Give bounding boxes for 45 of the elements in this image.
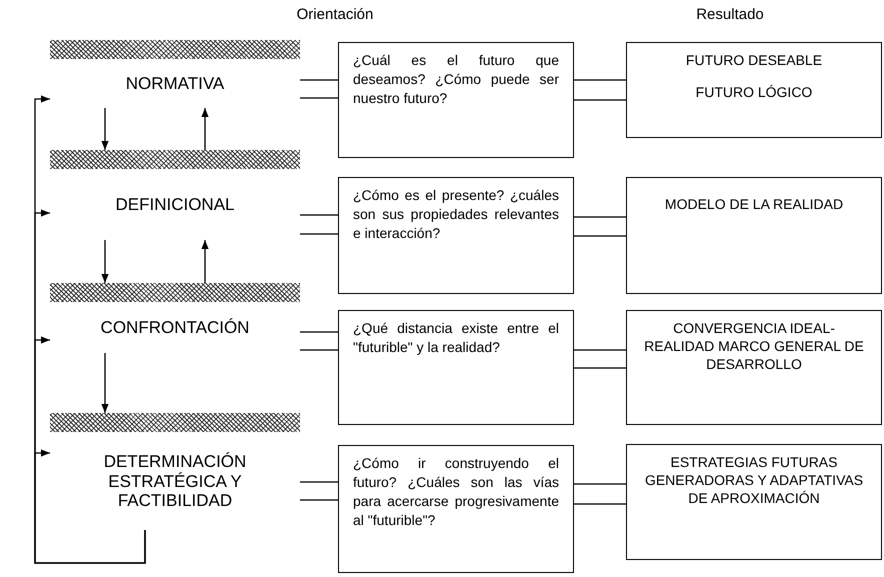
arrow — [101, 353, 109, 413]
stage-label: NORMATIVA — [126, 74, 224, 94]
connector-line — [574, 235, 626, 237]
question-box — [338, 310, 574, 425]
arrow — [34, 449, 146, 564]
result-box — [626, 310, 882, 425]
result-text: ESTRATEGIAS FUTURAS GENERADORAS Y ADAPTATIVAS DE APROXIMACIÓN — [644, 453, 864, 508]
connector-line — [574, 216, 626, 218]
connector-line — [300, 349, 338, 351]
question-box — [338, 42, 574, 158]
column-heading: Orientación — [296, 6, 374, 23]
question-box — [338, 177, 574, 294]
connector-line — [574, 349, 626, 351]
stage-label: DETERMINACIÓN ESTRATÉGICA Y FACTIBILIDAD — [102, 452, 248, 511]
arrow — [101, 108, 109, 150]
connector-line — [300, 481, 338, 483]
connector-line — [574, 99, 626, 101]
question-text: ¿Cómo es el presente? ¿cuáles son sus propiedades relevantes e interacción? — [353, 186, 559, 243]
connector-line — [574, 503, 626, 505]
result-text: FUTURO LÓGICO — [696, 83, 812, 102]
connector-line — [300, 331, 338, 333]
arrow — [101, 240, 109, 283]
result-text: FUTURO DESEABLE — [686, 51, 822, 70]
result-text: MODELO DE LA REALIDAD — [664, 195, 844, 214]
connector-line — [574, 79, 626, 81]
column-heading: Resultado — [696, 6, 764, 23]
question-text: ¿Cómo ir construyendo el futuro? ¿Cuáles son las vías para acercarse progresivamente al "futurible"? — [353, 454, 559, 530]
result-box — [626, 444, 882, 560]
connector-line — [300, 233, 338, 235]
question-text: ¿Cuál es el futuro que deseamos? ¿Cómo puede ser nuestro futuro? — [353, 51, 559, 108]
connector-line — [300, 499, 338, 501]
connector-line — [300, 97, 338, 99]
result-box — [626, 42, 882, 138]
connector-line — [300, 214, 338, 216]
result-box — [626, 177, 882, 294]
question-box — [338, 445, 574, 573]
arrow — [201, 108, 209, 150]
stage-label: CONFRONTACIÓN — [100, 318, 250, 338]
stage-label: DEFINICIONAL — [115, 195, 235, 215]
connector-line — [574, 483, 626, 485]
connector-line — [300, 79, 338, 81]
question-text: ¿Qué distancia existe entre el "futurible" y la realidad? — [353, 319, 559, 357]
arrow — [201, 240, 209, 283]
result-text: CONVERGENCIA IDEAL-REALIDAD MARCO GENERAL DE DESARROLLO — [643, 319, 865, 374]
connector-line — [574, 367, 626, 369]
